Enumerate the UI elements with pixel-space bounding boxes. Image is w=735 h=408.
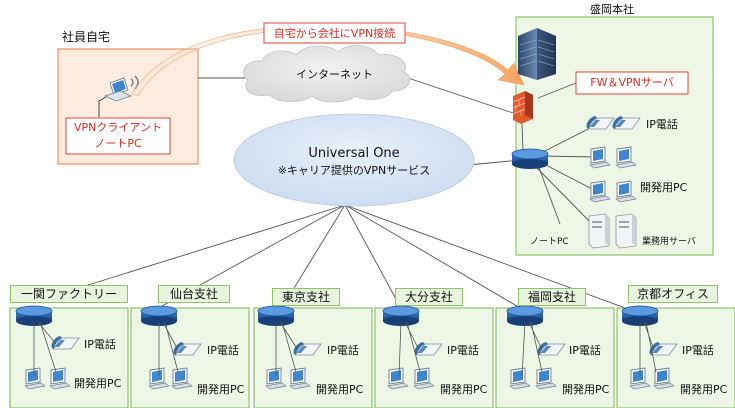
- branch-title-5: 福岡支社: [518, 288, 586, 306]
- hq-dev-pc-label: 開発用PC: [640, 181, 688, 194]
- vpn-client-label-line1: VPNクライアント: [74, 121, 162, 134]
- connection-lines: [39, 77, 637, 313]
- branch-dev-pc-label: 開発用PC: [197, 383, 245, 396]
- branch-title-6: 京都オフィス: [628, 285, 718, 303]
- branch-title-2: 仙台支社: [158, 285, 230, 303]
- branch-dev-pc-label: 開発用PC: [74, 377, 122, 390]
- vpn-client-label-line2: ノートPC: [94, 137, 142, 150]
- hq-title: 盛岡本社: [590, 3, 634, 16]
- hq-server-icon-2: [615, 213, 637, 249]
- branch-offices: [9, 305, 735, 408]
- firewall-icon: [512, 91, 533, 124]
- branch-ip-phone-label: IP電話: [682, 344, 714, 357]
- building-icon: [518, 28, 556, 80]
- hq-server-label: 業務用サーバ: [642, 237, 696, 247]
- laptop-icon: [103, 77, 133, 102]
- branch-ip-phone-label: IP電話: [84, 338, 116, 351]
- branch-ip-phone-label: IP電話: [207, 344, 239, 357]
- home-title: 社員自宅: [62, 30, 111, 44]
- hq-server-icon-1: [588, 213, 610, 249]
- branch-dev-pc-label: 開発用PC: [316, 383, 364, 396]
- vpn-connection-callout-box: [263, 22, 406, 44]
- hq-ip-phone-label: IP電話: [646, 118, 678, 131]
- branch-ip-phone-label: IP電話: [327, 344, 359, 357]
- branch-box-5: [495, 307, 615, 408]
- branch-title-1: 一関ファクトリー: [10, 285, 128, 303]
- branch-title-3: 東京支社: [272, 288, 340, 306]
- branch-dev-pc-label: 開発用PC: [562, 383, 610, 396]
- carrier-line2: ※キャリア提供のVPNサービス: [277, 164, 431, 177]
- universal-one-ellipse: [233, 113, 475, 207]
- leader-line: [98, 96, 107, 117]
- branch-ip-phone-label: IP電話: [569, 344, 601, 357]
- branch-dev-pc-label: 開発用PC: [680, 383, 728, 396]
- vpn-connection-label: 自宅から会社にVPN接続: [273, 27, 396, 40]
- carrier-line1: Universal One: [308, 146, 400, 161]
- branch-dev-pc-label: 開発用PC: [440, 383, 488, 396]
- hq-router-icon: [511, 148, 549, 170]
- fw-vpn-label: FW＆VPNサーバ: [590, 76, 674, 89]
- vpn-client-callout-box: [65, 117, 171, 155]
- hq-notebook-label: ノートPC: [530, 237, 569, 247]
- internet-cloud: [243, 45, 411, 103]
- branch-title-4: 大分支社: [395, 288, 463, 306]
- branch-ip-phone-label: IP電話: [447, 344, 479, 357]
- internet-label: インターネット: [296, 68, 373, 81]
